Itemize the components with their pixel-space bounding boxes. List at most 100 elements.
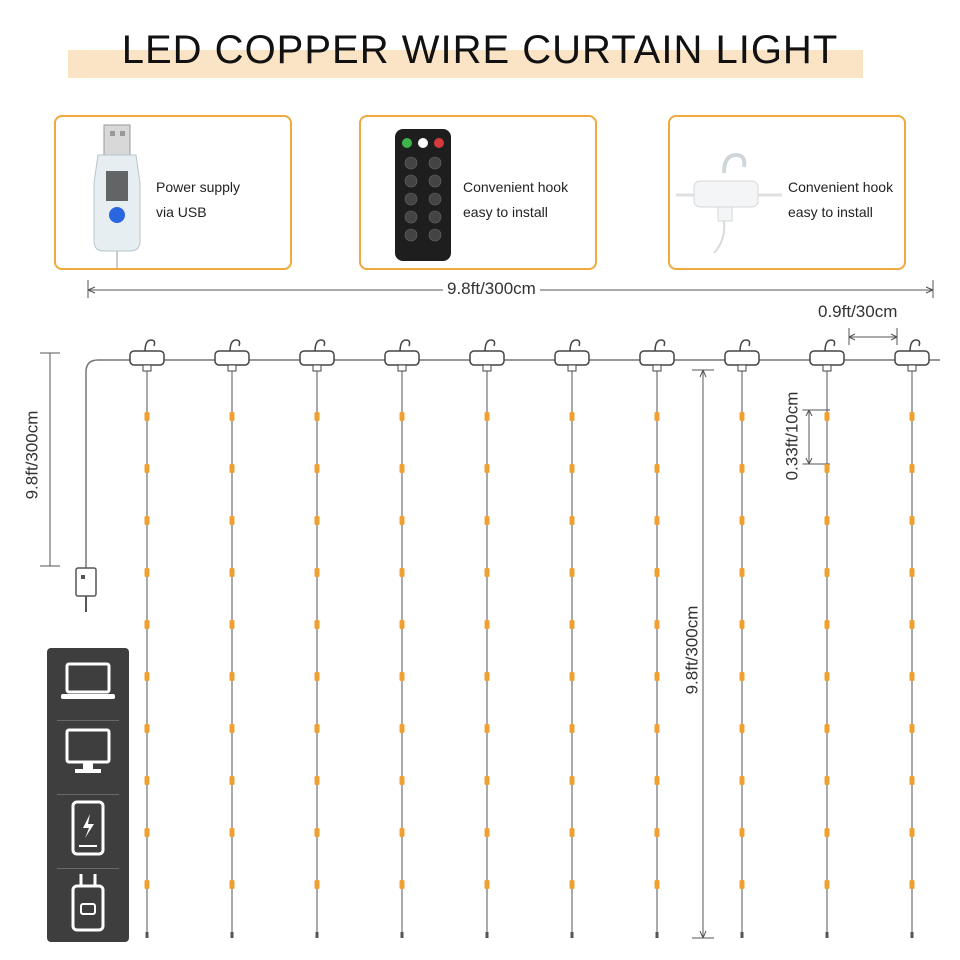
led-bead — [399, 464, 405, 473]
hook-icon — [314, 339, 326, 353]
led-bead — [909, 724, 915, 733]
hook-icon — [654, 339, 666, 353]
hook-icon — [824, 339, 836, 353]
monitor-icon — [47, 722, 129, 794]
led-bead — [569, 776, 575, 785]
led-bead — [484, 412, 490, 421]
strand — [809, 339, 845, 938]
led-bead — [824, 516, 830, 525]
led-bead — [314, 724, 320, 733]
wall-adapter-icon — [47, 870, 129, 942]
led-bead — [909, 516, 915, 525]
led-bead — [654, 880, 660, 889]
strand — [639, 339, 675, 938]
strand-length-label: 9.8ft/300cm — [682, 601, 703, 699]
led-bead — [484, 880, 490, 889]
feature-card-remote: Convenient hook easy to install — [359, 115, 597, 270]
led-bead — [654, 516, 660, 525]
strand — [469, 339, 505, 938]
led-bead — [314, 776, 320, 785]
feature-remote-line1: Convenient hook — [463, 179, 569, 195]
led-bead — [229, 516, 235, 525]
strand — [554, 339, 590, 938]
strand — [724, 339, 760, 938]
led-bead — [909, 464, 915, 473]
hook-icon — [399, 339, 411, 353]
hook-icon — [909, 339, 921, 353]
usb-connector — [75, 567, 97, 597]
led-bead — [314, 620, 320, 629]
feature-hook-line1: Convenient hook — [788, 179, 894, 195]
led-bead — [909, 620, 915, 629]
strand-spacing-label: 0.9ft/30cm — [814, 302, 902, 322]
led-bead — [824, 568, 830, 577]
led-bead — [144, 568, 150, 577]
led-bead — [654, 412, 660, 421]
lead-cable — [85, 359, 940, 570]
led-bead — [909, 568, 915, 577]
led-bead — [484, 568, 490, 577]
led-bead — [654, 672, 660, 681]
led-bead — [654, 828, 660, 837]
power-source-panel — [47, 648, 129, 942]
strand-clip — [724, 350, 760, 366]
led-bead — [654, 776, 660, 785]
led-bead — [654, 568, 660, 577]
hook-icon — [569, 339, 581, 353]
led-bead — [229, 724, 235, 733]
feature-card-usb: Power supply via USB — [54, 115, 292, 270]
led-bead — [824, 828, 830, 837]
led-bead — [144, 620, 150, 629]
strand-clip — [894, 350, 930, 366]
led-bead — [229, 880, 235, 889]
led-bead — [484, 724, 490, 733]
led-bead — [739, 620, 745, 629]
strand — [214, 339, 250, 938]
hook-icon — [144, 339, 156, 353]
led-bead — [739, 516, 745, 525]
led-bead — [144, 776, 150, 785]
strand — [384, 339, 420, 938]
led-bead — [229, 776, 235, 785]
led-bead — [569, 620, 575, 629]
led-bead — [739, 672, 745, 681]
led-bead — [739, 776, 745, 785]
led-bead — [314, 880, 320, 889]
led-bead — [739, 568, 745, 577]
led-bead — [569, 464, 575, 473]
strand-clip — [129, 350, 165, 366]
led-bead — [739, 412, 745, 421]
led-bead — [314, 568, 320, 577]
led-bead — [314, 828, 320, 837]
lead-dimension-line — [40, 352, 60, 567]
led-bead — [399, 776, 405, 785]
led-bead — [229, 828, 235, 837]
led-bead — [484, 828, 490, 837]
strand-clip — [384, 350, 420, 366]
strand-clip — [554, 350, 590, 366]
led-bead — [229, 464, 235, 473]
led-bead — [824, 412, 830, 421]
led-bead — [144, 828, 150, 837]
led-bead — [654, 620, 660, 629]
led-bead — [569, 412, 575, 421]
strand-clip — [214, 350, 250, 366]
led-bead — [909, 828, 915, 837]
led-bead — [824, 464, 830, 473]
title-highlight — [68, 50, 863, 78]
led-bead — [909, 672, 915, 681]
laptop-icon — [47, 648, 129, 720]
usb-plug-icon — [84, 123, 154, 268]
led-bead — [144, 672, 150, 681]
led-bead — [569, 880, 575, 889]
total-width-label: 9.8ft/300cm — [443, 279, 540, 299]
title-area: LED COPPER WIRE CURTAIN LIGHT — [0, 0, 960, 100]
led-bead — [399, 828, 405, 837]
led-bead — [399, 568, 405, 577]
led-bead — [314, 464, 320, 473]
led-bead — [399, 724, 405, 733]
hook-icon — [739, 339, 751, 353]
led-bead — [399, 516, 405, 525]
led-bead — [569, 724, 575, 733]
hook-icon — [229, 339, 241, 353]
